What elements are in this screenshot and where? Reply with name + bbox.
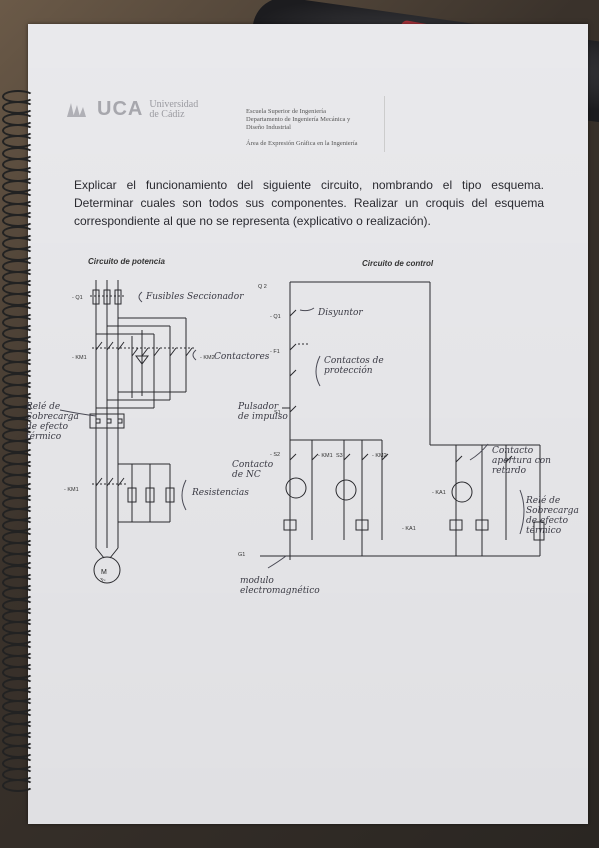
power-circuit-title: Circuito de potencia — [88, 257, 165, 266]
university-line-1: Universidad — [149, 98, 199, 110]
tag-km1-lower: - KM1 — [64, 487, 79, 493]
motor-label: M — [101, 569, 107, 576]
logo-text: UCA — [97, 98, 144, 120]
tag-km2: - KM2 — [200, 355, 215, 361]
school-line-2: Departamento de Ingeniería Mecánica y — [246, 116, 351, 123]
note-rele-left: Relé de Sobrecarga de efecto térmico — [26, 402, 79, 442]
note-resistencias: Resistencias — [192, 488, 249, 498]
tag-s1: S1 — [274, 410, 281, 416]
note-pulsador: Pulsador de impulso — [238, 402, 288, 422]
university-line-2: de Cádiz — [149, 108, 185, 120]
logo-mark-icon — [67, 102, 86, 117]
note-rele-right: Relé de Sobrecarga de efecto térmico — [526, 496, 579, 536]
note-fusibles: Fusibles Seccionador — [146, 292, 244, 302]
spiral-ring — [2, 779, 34, 793]
note-contacto-apertura: Contacto apertura con retardo — [492, 446, 551, 476]
tag-q1: - Q1 — [72, 295, 83, 301]
school-line-3: Diseño Industrial — [246, 124, 291, 131]
tag-km1-control: - KM1 — [318, 453, 333, 459]
tag-f1-control: - F1 — [270, 349, 280, 355]
tag-km1: - KM1 — [72, 355, 87, 361]
university-name: Universidad de Cádiz — [149, 98, 199, 120]
motor-sub-label: 3~ — [100, 578, 106, 584]
tag-ka1: - KA1 — [402, 526, 416, 532]
note-modulo: modulo electromagnético — [240, 576, 320, 596]
tag-ka1-contact: - KA1 — [432, 490, 446, 496]
tag-g1: G1 — [238, 552, 246, 558]
university-logo: UCA Universidad de Cádiz — [65, 98, 198, 121]
tag-q2: Q 2 — [258, 284, 267, 290]
school-line-1: Escuela Superior de Ingeniería — [246, 108, 326, 115]
exercise-instructions: Explicar el funcionamiento del siguiente… — [74, 178, 544, 228]
header-divider — [384, 96, 385, 152]
note-contacto-nc: Contacto de NC — [232, 460, 274, 480]
note-contactos-proteccion: Contactos de protección — [324, 356, 384, 376]
tag-s3: S3 — [336, 453, 343, 459]
control-circuit-title: Circuito de control — [362, 259, 434, 268]
paper-sheet — [28, 24, 588, 824]
tag-km2-control: - KM2 — [372, 453, 387, 459]
tag-s2: - S2 — [270, 452, 281, 458]
department-area: Área de Expresión Gráfica en la Ingenier… — [246, 140, 358, 147]
school-name: Escuela Superior de Ingeniería Departame… — [246, 108, 386, 132]
spiral-binding — [2, 90, 34, 793]
note-contactores: Contactores — [214, 352, 270, 362]
tag-q1-control: - Q1 — [270, 314, 281, 320]
note-disyuntor: Disyuntor — [318, 308, 363, 318]
